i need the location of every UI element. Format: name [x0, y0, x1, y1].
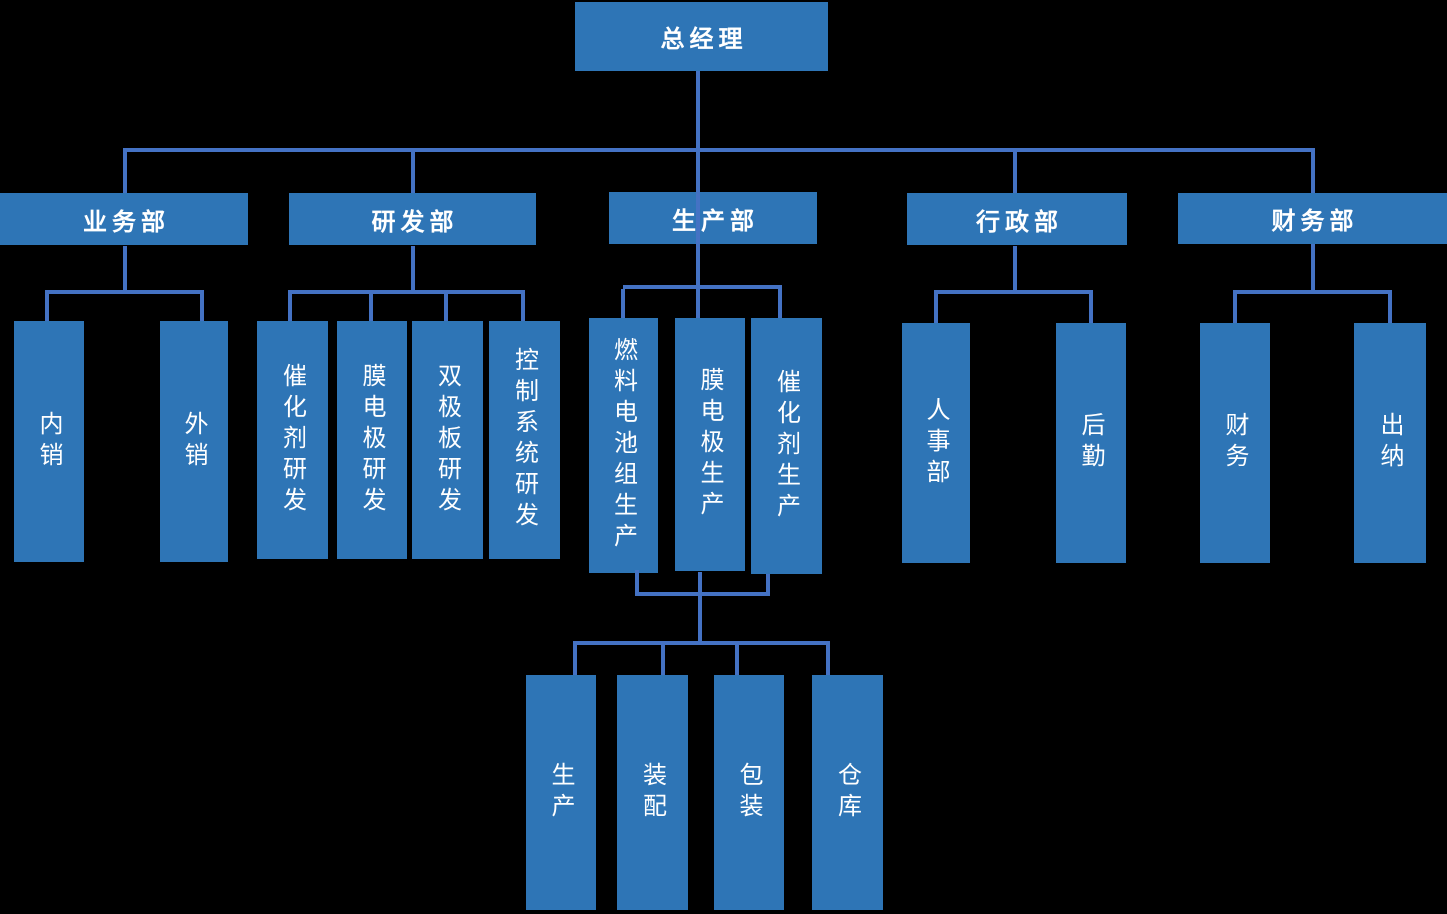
connector-workshop-minibus — [635, 592, 770, 596]
node-hr: 人事部 — [902, 323, 970, 563]
node-label: 出纳 — [1376, 412, 1404, 474]
node-label: 燃料电池组生产 — [609, 337, 638, 554]
node-label: 仓库 — [833, 761, 862, 824]
connector-workshop-rise-2 — [698, 572, 702, 594]
connector-business-drop-2 — [200, 294, 204, 321]
connector-workshop-drop-2 — [661, 645, 665, 675]
node-general-manager: 总经理 — [575, 2, 828, 71]
node-bipolar-plate-rnd: 双极板研发 — [412, 321, 483, 559]
node-export-sales: 外销 — [160, 321, 228, 562]
node-packaging: 包装 — [714, 675, 784, 910]
node-cashier: 出纳 — [1354, 323, 1426, 563]
connector-admin-drop-1 — [934, 294, 938, 323]
node-label: 双极板研发 — [433, 362, 462, 518]
node-label: 膜电极生产 — [696, 367, 724, 522]
node-control-system-rnd: 控制系统研发 — [489, 321, 560, 559]
node-dept-business: 业务部 — [0, 193, 248, 245]
node-label: 控制系统研发 — [510, 347, 539, 533]
node-catalyst-production: 催化剂生产 — [751, 318, 822, 574]
connector-root-trunk — [696, 71, 700, 318]
node-label: 人事部 — [922, 396, 950, 490]
connector-workshop-trunk — [698, 596, 702, 643]
node-label: 后勤 — [1077, 412, 1105, 474]
connector-rnd-drop-4 — [521, 294, 525, 321]
connector-finance-bus — [1233, 290, 1392, 294]
node-label: 催化剂生产 — [772, 368, 801, 524]
connector-workshop-rise-3 — [766, 574, 770, 594]
node-warehouse: 仓库 — [812, 675, 883, 910]
connector-finance-stub — [1311, 244, 1315, 294]
connector-workshop-drop-3 — [735, 645, 739, 675]
connector-production-bus — [623, 285, 782, 289]
node-label: 装配 — [638, 761, 667, 824]
connector-drop-business — [123, 152, 127, 193]
connector-business-stub — [123, 246, 127, 294]
node-finance: 财务 — [1200, 323, 1270, 563]
connector-finance-drop-2 — [1388, 294, 1392, 323]
node-logistics: 后勤 — [1056, 323, 1126, 563]
connector-business-bus — [45, 290, 204, 294]
node-label: 外销 — [180, 410, 208, 473]
connector-workshop-drop-4 — [826, 645, 830, 675]
node-label: 内销 — [35, 410, 63, 473]
connector-business-drop-1 — [45, 294, 49, 321]
node-dept-admin: 行政部 — [907, 193, 1127, 245]
connector-production-drop-3 — [778, 289, 782, 318]
connector-main-bus — [123, 148, 1315, 152]
connector-finance-drop-1 — [1233, 294, 1237, 323]
node-production: 生产 — [526, 675, 596, 910]
connector-admin-stub — [1013, 246, 1017, 294]
node-dept-rnd: 研发部 — [289, 193, 536, 245]
connector-drop-rnd — [411, 152, 415, 193]
connector-drop-finance — [1311, 152, 1315, 193]
node-fuel-cell-stack-production: 燃料电池组生产 — [589, 318, 658, 573]
node-assembly: 装配 — [617, 675, 688, 910]
connector-workshop-drop-1 — [573, 645, 577, 675]
connector-workshop-bus — [573, 641, 830, 645]
connector-admin-bus — [934, 290, 1093, 294]
node-label: 膜电极研发 — [358, 362, 386, 518]
connector-rnd-drop-3 — [444, 294, 448, 321]
connector-drop-admin — [1013, 152, 1017, 193]
node-catalyst-rnd: 催化剂研发 — [257, 321, 328, 559]
node-label: 生产 — [547, 761, 575, 824]
node-dept-production: 生产部 — [609, 192, 817, 244]
connector-production-drop-1 — [621, 289, 625, 318]
node-label: 催化剂研发 — [278, 362, 307, 518]
node-membrane-electrode-production: 膜电极生产 — [675, 318, 745, 571]
node-label: 包装 — [735, 761, 763, 824]
connector-admin-drop-2 — [1089, 294, 1093, 323]
connector-rnd-drop-2 — [369, 294, 373, 321]
connector-rnd-drop-1 — [288, 294, 292, 321]
node-domestic-sales: 内销 — [14, 321, 84, 562]
node-membrane-electrode-rnd: 膜电极研发 — [337, 321, 407, 559]
node-label: 财务 — [1221, 412, 1249, 474]
connector-rnd-stub — [411, 246, 415, 294]
connector-rnd-bus — [288, 290, 525, 294]
node-dept-finance: 财务部 — [1178, 193, 1447, 244]
connector-workshop-rise-1 — [635, 570, 639, 594]
